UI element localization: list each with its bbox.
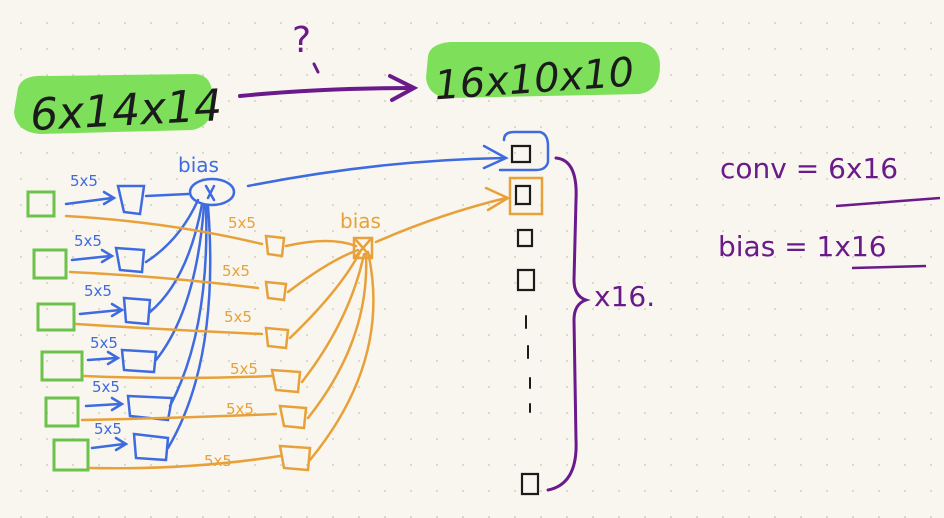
input-highlight (14, 74, 213, 134)
output-map-1 (510, 144, 532, 164)
kernel-label: 5x5 (70, 172, 98, 190)
repeat-brace (546, 156, 591, 492)
ellipsis-dots (525, 315, 531, 413)
output-map-4 (516, 268, 536, 292)
output-map-3 (516, 228, 534, 248)
output-maps (510, 144, 540, 496)
output-highlight (426, 42, 660, 98)
output-map-2 (514, 184, 532, 206)
blue-bias-label: bias (178, 153, 219, 177)
orange-kernel-labels: 5x5 5x5 5x5 5x5 5x5 5x5 (204, 214, 258, 470)
kernel-label: 5x5 (228, 214, 256, 232)
output-map-last (520, 472, 540, 496)
kernel-label: 5x5 (226, 400, 254, 418)
input-channel-6 (52, 438, 90, 472)
kernel-label: 5x5 (74, 232, 102, 250)
kernel-label: 5x5 (92, 378, 120, 396)
bias-underline (851, 264, 927, 270)
kernel-label: 5x5 (204, 452, 232, 470)
kernel-label: 5x5 (90, 334, 118, 352)
transform-arrow (238, 74, 419, 102)
kernel-label: 5x5 (84, 282, 112, 300)
input-channel-3 (36, 302, 76, 332)
blue-kernel-labels: 5x5 5x5 5x5 5x5 5x5 5x5 (70, 172, 122, 438)
conv-equation: conv = 6x16 (720, 152, 898, 185)
input-channel-5 (44, 396, 80, 428)
input-channels (26, 190, 90, 472)
question-mark-dot (312, 62, 320, 74)
kernel-label: 5x5 (224, 308, 252, 326)
input-channel-1 (26, 190, 56, 218)
orange-branch (64, 176, 544, 472)
kernel-label: 5x5 (230, 360, 258, 378)
kernel-label: 5x5 (94, 420, 122, 438)
question-mark: ? (292, 20, 311, 61)
input-shape-label: 6x14x14 (29, 80, 223, 141)
kernel-label: 5x5 (222, 262, 250, 280)
conv-underline (835, 196, 941, 208)
input-channel-4 (40, 350, 84, 382)
input-channel-2 (32, 248, 68, 280)
repeat-label: x16. (594, 280, 655, 313)
bias-equation: bias = 1x16 (718, 230, 887, 263)
orange-bias-label: bias (340, 209, 381, 233)
blue-branch (64, 130, 550, 462)
